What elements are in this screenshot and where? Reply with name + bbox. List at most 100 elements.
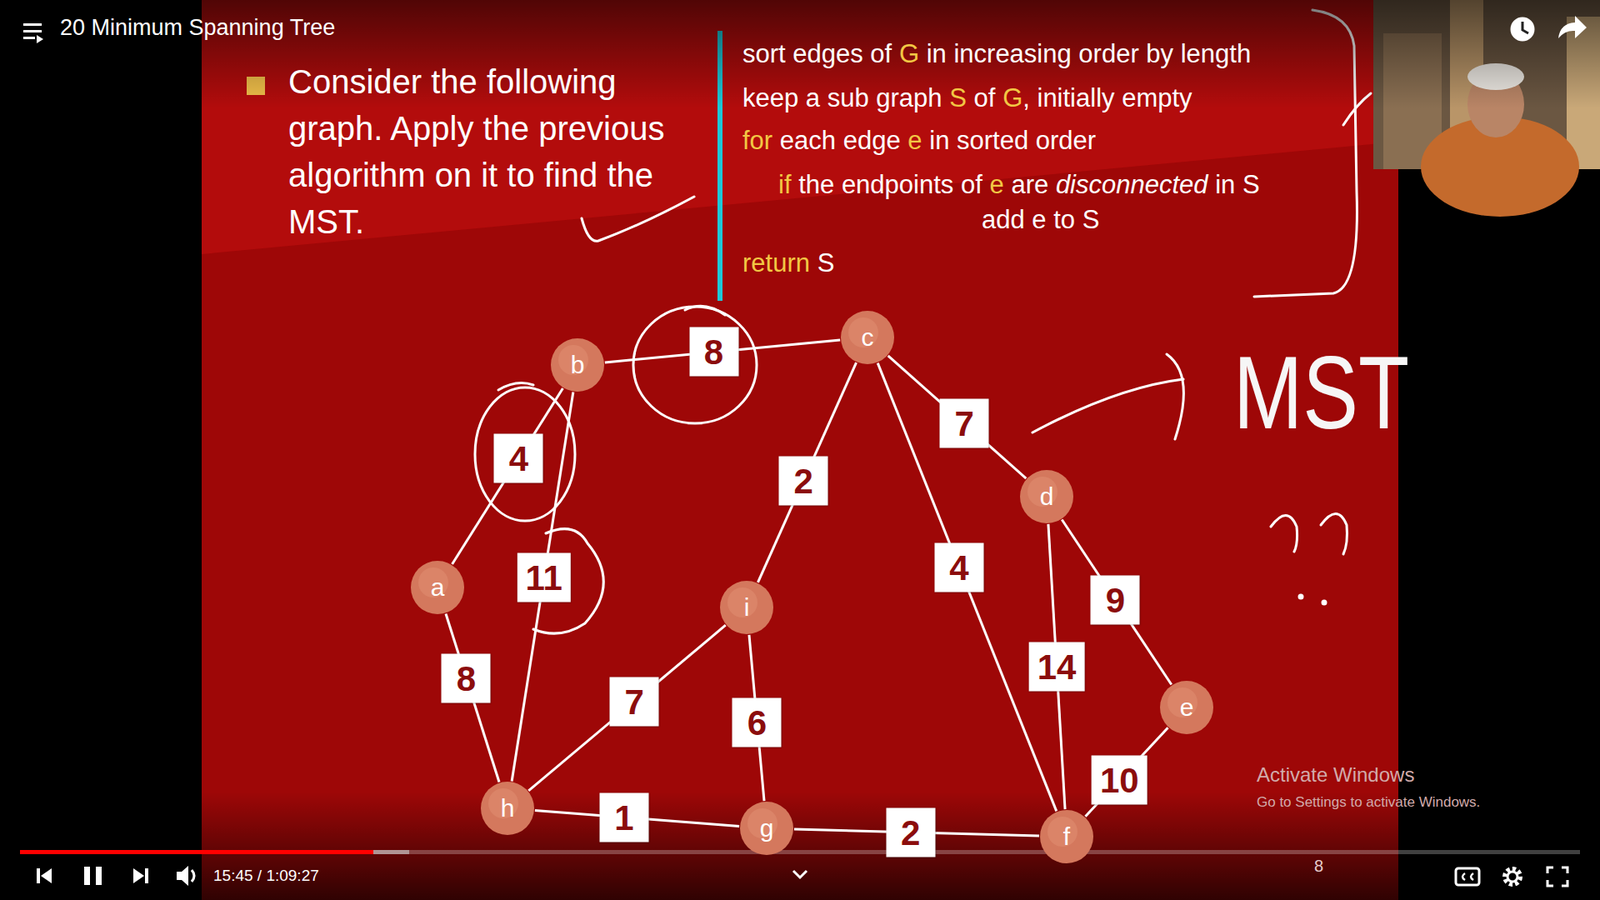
pseudocode-text: S xyxy=(817,248,835,279)
vertex-label: d xyxy=(1040,484,1055,510)
edge-stroke xyxy=(888,355,1027,479)
vertex-label: i xyxy=(744,595,750,620)
vertex-label: f xyxy=(1063,824,1070,850)
player-controls xyxy=(1505,869,1520,885)
edge-line xyxy=(888,355,1027,479)
menu-icon xyxy=(23,30,42,33)
player-controls xyxy=(84,866,90,885)
edge-weight: 10 xyxy=(1091,755,1148,805)
progress-played xyxy=(20,850,374,855)
edge-weight: 7 xyxy=(940,399,990,449)
player-controls xyxy=(191,870,195,882)
vertex-fill xyxy=(740,801,794,855)
pseudocode-text: in sorted order xyxy=(929,125,1096,156)
edge-weight: 6 xyxy=(732,697,782,747)
edge-weight: 8 xyxy=(689,327,739,377)
edge-weight: 14 xyxy=(1029,642,1085,692)
pseudocode-text: for xyxy=(742,125,773,156)
edge-weight: 1 xyxy=(599,792,649,842)
handwritten-annotation xyxy=(1299,595,1303,599)
progress-buffer xyxy=(20,850,410,855)
handwritten-annotation xyxy=(498,383,534,390)
vertex-circle: g xyxy=(739,800,795,856)
algorithm-line: sort edges ofGin increasing order by len… xyxy=(742,39,1251,70)
watch-later-icon xyxy=(1522,21,1529,34)
handwritten-annotation xyxy=(581,196,695,241)
slide-background xyxy=(201,0,1399,900)
handwritten-annotation xyxy=(475,387,575,521)
algorithm-line: ifthe endpoints ofearedisconnectedin S xyxy=(778,170,1260,200)
vertex-label: g xyxy=(760,815,775,841)
vertex-label: a xyxy=(430,575,445,600)
time-display: 15:45 / 1:09:27 xyxy=(213,866,320,885)
edge-stroke xyxy=(877,363,1057,812)
pseudocode-text: , initially empty xyxy=(1022,83,1192,114)
watermark: Go to Settings to activate Windows. xyxy=(1256,794,1480,811)
algorithm-line: returnS xyxy=(742,248,835,279)
pseudocode-text: return xyxy=(742,248,810,279)
watch-later-icon xyxy=(1511,18,1534,40)
vertex-circle: d xyxy=(1019,469,1075,525)
player-controls xyxy=(1455,868,1480,885)
menu-icon xyxy=(23,36,35,40)
vertex-fill xyxy=(1020,470,1074,524)
handwritten-annotation xyxy=(1032,379,1184,433)
pseudocode-text: keep a sub graph xyxy=(742,83,943,114)
progress-track xyxy=(20,850,1580,855)
vertex-label: h xyxy=(500,795,515,821)
video-title: 20 Minimum Spanning Tree xyxy=(60,15,335,41)
algorithm-line: keep a sub graphSofG, initially empty xyxy=(742,83,1193,114)
handwritten-annotation xyxy=(1166,354,1184,440)
handwritten-annotation xyxy=(1270,515,1298,553)
handwritten-annotation xyxy=(685,305,725,315)
pseudocode-text: each edge xyxy=(780,125,901,156)
player-controls xyxy=(95,866,102,885)
pseudocode-text: e xyxy=(907,125,922,156)
vertex-circle: c xyxy=(840,310,895,365)
pseudocode-text: e xyxy=(989,170,1004,200)
vertex-label: b xyxy=(570,352,585,378)
pseudocode-text: disconnected xyxy=(1055,170,1209,200)
edge-line xyxy=(1085,727,1168,817)
vertex-fill xyxy=(410,560,465,615)
menu-icon xyxy=(36,35,44,44)
vertex-fill xyxy=(720,580,774,635)
vertex-circle: i xyxy=(719,580,775,635)
vertex-label: e xyxy=(1180,695,1195,720)
player-controls xyxy=(145,868,149,884)
player-controls xyxy=(36,868,40,884)
vertex-circle: f xyxy=(1039,809,1095,865)
pseudocode-text: sort edges of xyxy=(742,39,892,70)
edge-weight: 2 xyxy=(779,455,829,505)
pseudocode-text: are xyxy=(1010,170,1049,200)
watch-later-icon xyxy=(1511,18,1534,40)
edge-line xyxy=(452,388,564,565)
vertex-highlight xyxy=(727,587,758,618)
vertex-circle: b xyxy=(550,337,605,393)
edge-stroke xyxy=(1085,727,1168,817)
player-controls xyxy=(36,865,1568,886)
slide-number: 8 xyxy=(1314,856,1324,876)
vertex-circle: a xyxy=(410,560,465,615)
edge-line xyxy=(757,362,856,583)
edge-stroke xyxy=(528,625,725,791)
pseudocode-text: the endpoints of xyxy=(798,170,983,200)
vertex-fill xyxy=(550,338,605,392)
edge-line xyxy=(528,625,725,791)
edge-weight: 8 xyxy=(441,653,491,703)
edge-line xyxy=(877,363,1057,812)
vertex-label: c xyxy=(861,325,875,350)
pseudocode-text: S xyxy=(949,83,967,114)
bottom-shade xyxy=(0,791,1600,900)
vertex-fill xyxy=(840,310,895,365)
pseudocode-text: G xyxy=(899,39,920,70)
player-controls xyxy=(1507,871,1518,882)
menu-icon xyxy=(23,23,44,44)
edge-weight: 4 xyxy=(934,542,984,592)
vertex-circle: e xyxy=(1159,680,1215,735)
vertex-circle: h xyxy=(480,780,535,836)
player-controls xyxy=(176,865,189,886)
edge-weight: 7 xyxy=(610,677,660,727)
player-controls xyxy=(133,868,145,884)
